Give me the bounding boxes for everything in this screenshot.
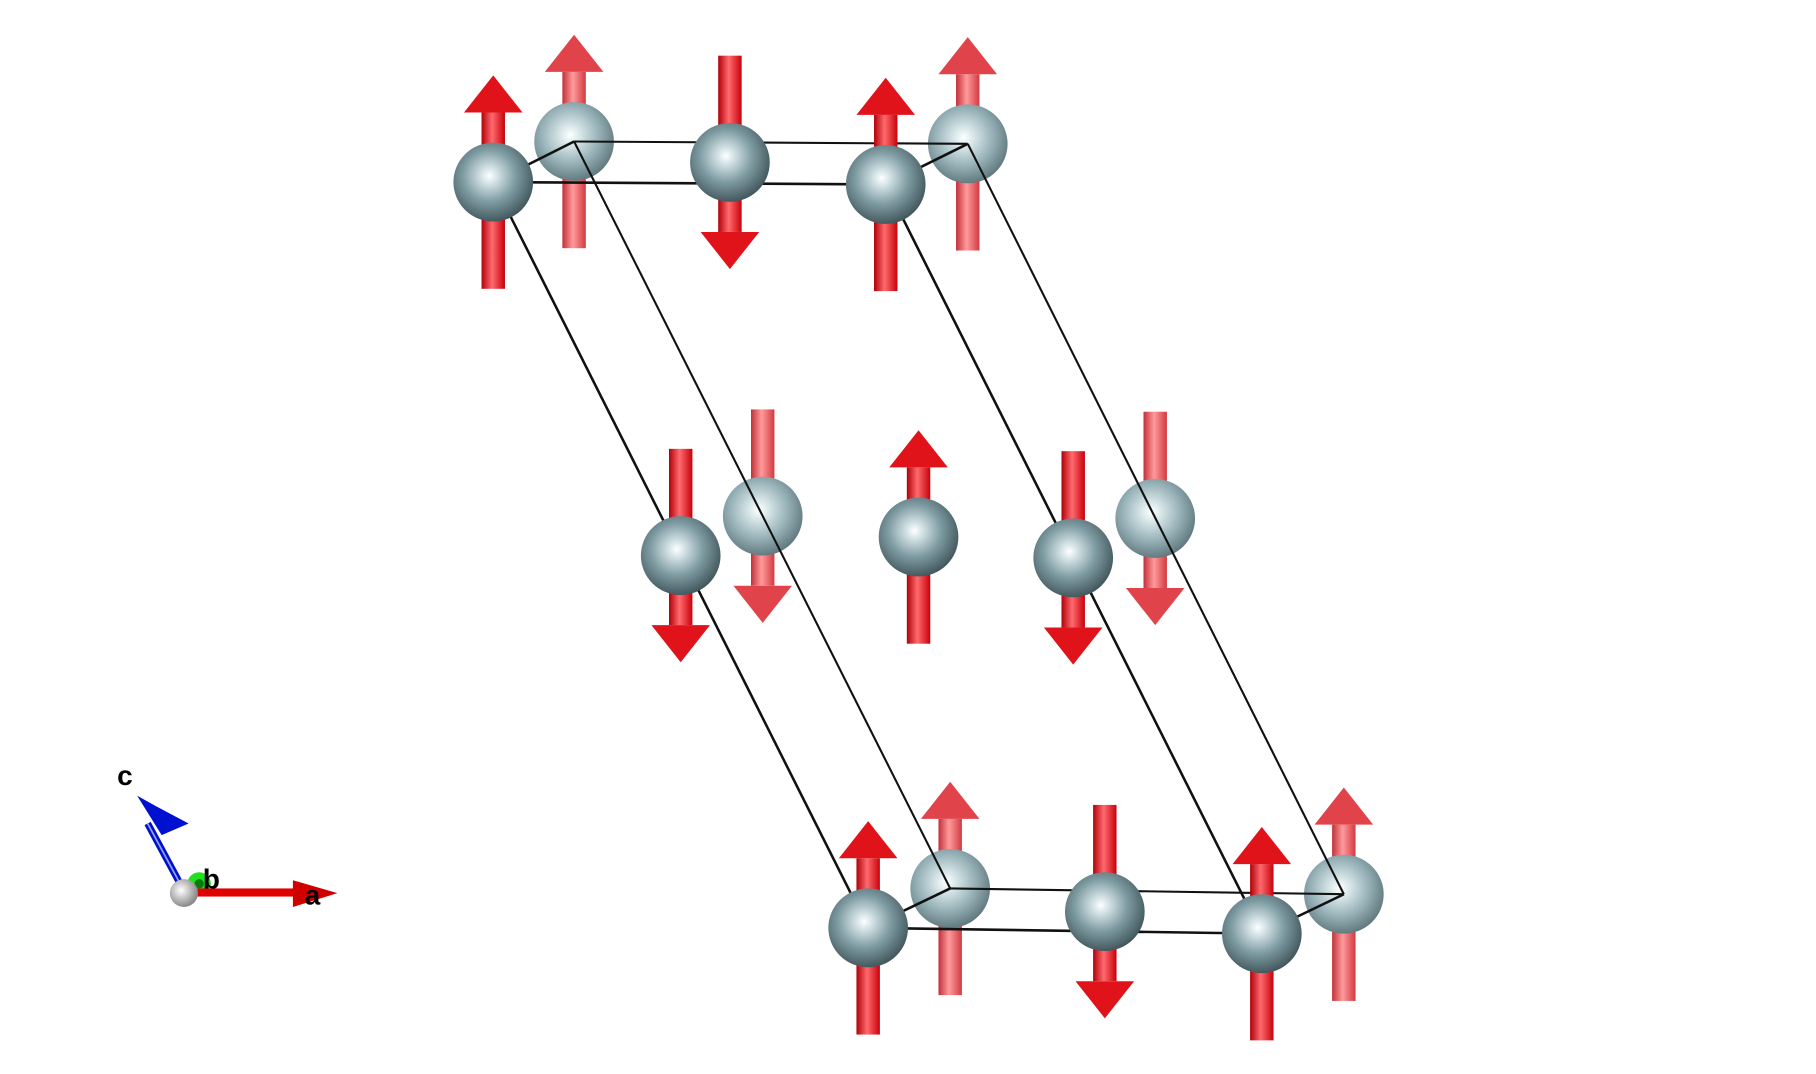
atom-sphere[interactable] [828, 888, 908, 968]
atom-with-spin[interactable] [828, 821, 908, 1035]
atom-with-spin[interactable] [1064, 804, 1145, 1019]
spin-up-arrowhead-icon [1314, 787, 1374, 825]
axis-a-shaft [187, 888, 296, 897]
atom-sphere[interactable] [1221, 894, 1302, 974]
axis-c-shaft-highlight [146, 823, 185, 892]
axis-c-arrowhead [137, 795, 189, 836]
atom-with-spin[interactable] [1033, 451, 1114, 665]
spin-up-arrowhead-icon [889, 430, 948, 468]
axis-a-arrowhead [292, 880, 338, 907]
cell-edge [574, 140, 968, 145]
axis-b-marker-center [194, 879, 204, 889]
spin-up-arrowhead-icon [838, 821, 898, 859]
spin-down-arrowhead-icon [733, 585, 793, 623]
spin-up-arrowhead-icon [1232, 826, 1292, 865]
spin-down-arrowhead-icon [651, 625, 710, 663]
atom-sphere[interactable] [640, 516, 721, 595]
cell-edge [950, 887, 1344, 896]
cell-edge [573, 141, 952, 889]
cell-edge [868, 926, 1262, 935]
spin-down-arrowhead-icon [1043, 627, 1103, 665]
spin-up-arrowhead-icon [938, 37, 998, 75]
spin-down-arrowhead-icon [700, 231, 760, 270]
axis-c-label: c [117, 760, 133, 791]
atom-with-spin[interactable] [534, 34, 614, 249]
cell-edge [493, 180, 886, 186]
axis-triad: c b a [117, 760, 338, 911]
atom-sphere[interactable] [1064, 872, 1145, 952]
axis-origin [169, 879, 199, 907]
atom-with-spin[interactable] [453, 75, 534, 289]
spin-up-arrowhead-icon [463, 75, 523, 113]
axis-a-label: a [305, 880, 321, 911]
atom-sphere[interactable] [1033, 518, 1114, 598]
atom-sphere[interactable] [845, 144, 926, 224]
spin-up-arrowhead-icon [544, 34, 604, 72]
atom-with-spin[interactable] [690, 55, 770, 270]
spin-down-arrowhead-icon [1075, 981, 1135, 1019]
atom-with-spin[interactable] [878, 430, 959, 644]
spin-up-arrowhead-icon [856, 77, 916, 115]
atom-sphere[interactable] [453, 142, 534, 222]
front-layer [453, 55, 1302, 1041]
atom-sphere[interactable] [690, 122, 770, 202]
atom-with-spin[interactable] [927, 37, 1008, 251]
spin-up-arrowhead-icon [920, 781, 980, 819]
axis-b-label: b [203, 864, 220, 895]
cell-edge [966, 143, 1345, 895]
atom-with-spin[interactable] [1221, 826, 1302, 1041]
atom-with-spin[interactable] [845, 77, 926, 292]
spin-down-arrowhead-icon [1125, 588, 1185, 626]
atom-with-spin[interactable] [640, 448, 721, 663]
atom-sphere[interactable] [878, 497, 959, 577]
